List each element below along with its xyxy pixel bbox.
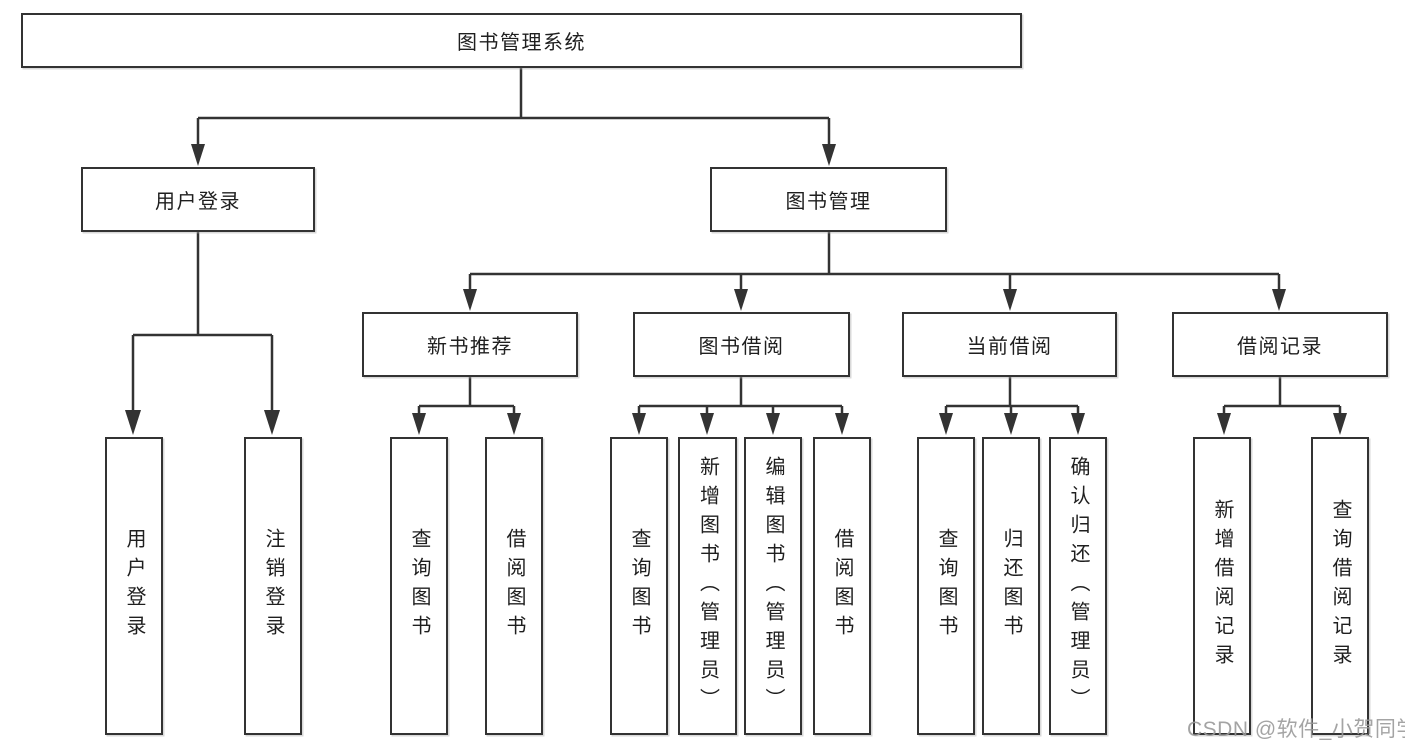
node-label: 当前借阅 [966,336,1053,358]
leaf-query-books: 查询图书 [610,437,668,735]
node-library-management-system: 图书管理系统 [21,13,1022,68]
node-new-book-recommend: 新书推荐 [362,312,578,377]
node-label: 新书推荐 [427,336,513,358]
node-label: 编辑图书（管理员） [762,455,784,717]
node-label: 查询图书 [935,528,957,644]
node-label: 查询图书 [408,528,430,644]
node-label: 借阅图书 [831,528,853,644]
node-label: 用户登录 [123,528,145,644]
node-label: 图书管理 [785,191,872,213]
node-label: 注销登录 [262,528,284,644]
node-label: 用户登录 [155,191,241,213]
leaf-add-borrow-record: 新增借阅记录 [1193,437,1251,735]
csdn-watermark: CSDN @软件_小贺同学 [1187,718,1405,741]
node-borrow-records: 借阅记录 [1172,312,1388,377]
leaf-user-login: 用户登录 [105,437,163,735]
node-label: 归还图书 [1000,528,1022,644]
leaf-borrow-books: 借阅图书 [813,437,871,735]
node-label: 查询图书 [628,528,650,644]
node-label: 借阅图书 [503,528,525,644]
leaf-borrow-books: 借阅图书 [485,437,543,735]
arrowheads [125,144,1347,435]
node-current-borrow: 当前借阅 [902,312,1117,377]
leaf-query-books: 查询图书 [390,437,448,735]
node-label: 图书借阅 [698,336,785,358]
node-label: 查询借阅记录 [1329,499,1351,673]
node-book-management: 图书管理 [710,167,947,232]
leaf-logout: 注销登录 [244,437,302,735]
leaf-query-borrow-record: 查询借阅记录 [1311,437,1369,735]
node-book-borrow: 图书借阅 [633,312,850,377]
leaf-edit-books-admin: 编辑图书（管理员） [744,437,802,735]
leaf-return-books: 归还图书 [982,437,1040,735]
node-label: 借阅记录 [1237,336,1323,358]
node-label: 新增借阅记录 [1211,499,1233,673]
leaf-query-books: 查询图书 [917,437,975,735]
node-label: 确认归还（管理员） [1067,455,1089,717]
node-label: 图书管理系统 [457,32,586,54]
leaf-add-books-admin: 新增图书（管理员） [678,437,737,735]
node-user-login: 用户登录 [81,167,315,232]
node-label: 新增图书（管理员） [696,455,719,717]
leaf-confirm-return-admin: 确认归还（管理员） [1049,437,1107,735]
